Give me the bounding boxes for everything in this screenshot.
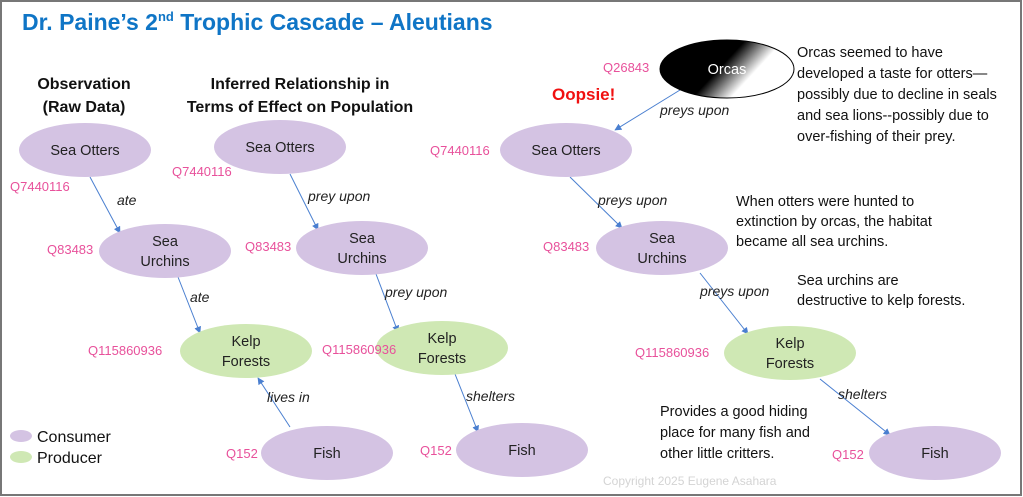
legend-consumer-swatch xyxy=(10,430,32,442)
qid-fish-1: Q152 xyxy=(226,446,258,461)
svg-text:developed a taste for otters—: developed a taste for otters— xyxy=(797,66,988,82)
svg-text:and sea lions--possibly due to: and sea lions--possibly due to xyxy=(797,108,989,124)
edge-urchins-kelp-2 xyxy=(375,273,400,333)
inferred-subheader: Terms of Effect on Population xyxy=(187,99,413,116)
svg-text:Kelp: Kelp xyxy=(775,336,804,352)
svg-text:Sea Otters: Sea Otters xyxy=(531,143,600,159)
inferred-header: Inferred Relationship in xyxy=(211,76,390,93)
node-sea-otters-3: Sea Otters xyxy=(500,123,632,177)
relation-label: ate xyxy=(117,192,137,208)
svg-text:Provides a good hiding: Provides a good hiding xyxy=(660,404,808,420)
svg-text:Forests: Forests xyxy=(766,356,814,372)
qid-urchins-3: Q83483 xyxy=(543,239,589,254)
observation-header: Observation xyxy=(37,76,130,93)
relation-label: preys upon xyxy=(699,283,769,299)
svg-text:Forests: Forests xyxy=(418,351,466,367)
relation-label: preys upon xyxy=(659,102,729,118)
svg-text:When otters were hunted to: When otters were hunted to xyxy=(736,194,914,210)
svg-text:destructive to kelp forests.: destructive to kelp forests. xyxy=(797,293,965,309)
svg-text:Sea urchins are: Sea urchins are xyxy=(797,273,899,289)
node-kelp-forests-3: Kelp Forests xyxy=(724,326,856,380)
svg-text:Forests: Forests xyxy=(222,354,270,370)
qid-kelp-2: Q115860936 xyxy=(322,342,396,357)
svg-text:possibly due to decline in sea: possibly due to decline in seals xyxy=(797,87,997,103)
edge-orcas-otters-3 xyxy=(614,89,681,131)
node-fish-3: Fish xyxy=(869,426,1001,480)
page-title: Dr. Paine’s 2nd Trophic Cascade – Aleuti… xyxy=(22,9,493,35)
relation-label: prey upon xyxy=(384,284,447,300)
svg-text:Urchins: Urchins xyxy=(337,251,386,267)
note-kelp: Sea urchins are destructive to kelp fore… xyxy=(797,273,965,309)
svg-text:Fish: Fish xyxy=(508,443,535,459)
svg-text:Fish: Fish xyxy=(921,446,948,462)
relation-label: ate xyxy=(190,289,210,305)
svg-text:Sea: Sea xyxy=(349,231,376,247)
qid-kelp-1: Q115860936 xyxy=(88,343,162,358)
qid-otters-3: Q7440116 xyxy=(430,143,490,158)
node-sea-otters-1: Sea Otters xyxy=(19,123,151,177)
node-sea-urchins-2: Sea Urchins xyxy=(296,221,428,275)
qid-orcas: Q26843 xyxy=(603,60,649,75)
node-fish-1: Fish xyxy=(261,426,393,480)
svg-text:Fish: Fish xyxy=(313,446,340,462)
svg-text:Kelp: Kelp xyxy=(427,331,456,347)
svg-text:Sea Otters: Sea Otters xyxy=(245,140,314,156)
edge-urchins-kelp-1 xyxy=(177,276,201,334)
node-kelp-forests-2: Kelp Forests xyxy=(376,321,508,375)
note-urchins: When otters were hunted to extinction by… xyxy=(736,194,932,250)
node-orcas: Orcas xyxy=(659,39,795,99)
svg-text:extinction by orcas, the habit: extinction by orcas, the habitat xyxy=(736,214,932,230)
svg-text:Urchins: Urchins xyxy=(140,254,189,270)
svg-text:Urchins: Urchins xyxy=(637,251,686,267)
qid-urchins-1: Q83483 xyxy=(47,242,93,257)
relation-label: lives in xyxy=(267,389,310,405)
note-orcas: Orcas seemed to have developed a taste f… xyxy=(797,45,997,145)
qid-fish-2: Q152 xyxy=(420,443,452,458)
edge-urchins-kelp-3 xyxy=(699,272,749,335)
legend: Consumer Producer xyxy=(10,429,111,467)
relation-label: preys upon xyxy=(597,192,667,208)
edge-otters-urchins-1 xyxy=(89,176,121,234)
edge-otters-urchins-3 xyxy=(569,176,623,229)
svg-text:place for many fish and: place for many fish and xyxy=(660,425,810,441)
legend-producer-swatch xyxy=(10,451,32,463)
svg-text:Orcas: Orcas xyxy=(708,62,747,78)
relation-label: prey upon xyxy=(307,188,370,204)
svg-text:Orcas seemed to have: Orcas seemed to have xyxy=(797,45,943,61)
edge-otters-urchins-2 xyxy=(289,173,319,231)
node-sea-urchins-1: Sea Urchins xyxy=(99,224,231,278)
svg-text:Sea: Sea xyxy=(152,234,179,250)
qid-otters-1: Q7440116 xyxy=(10,179,70,194)
edge-kelp-fish-3 xyxy=(819,378,891,436)
svg-text:Kelp: Kelp xyxy=(231,334,260,350)
legend-producer: Producer xyxy=(37,450,103,467)
svg-text:Sea: Sea xyxy=(649,231,676,247)
oopsie-label: Oopsie! xyxy=(552,85,615,104)
qid-fish-3: Q152 xyxy=(832,447,864,462)
svg-text:over-fishing of their prey.: over-fishing of their prey. xyxy=(797,129,956,145)
observation-subheader: (Raw Data) xyxy=(43,99,126,116)
relation-label: shelters xyxy=(466,388,515,404)
node-sea-urchins-3: Sea Urchins xyxy=(596,221,728,275)
edge-kelp-fish-2 xyxy=(454,373,479,433)
qid-urchins-2: Q83483 xyxy=(245,239,291,254)
node-kelp-forests-1: Kelp Forests xyxy=(180,324,312,378)
note-fish: Provides a good hiding place for many fi… xyxy=(660,404,810,462)
node-sea-otters-2: Sea Otters xyxy=(214,120,346,174)
svg-text:became all sea urchins.: became all sea urchins. xyxy=(736,234,888,250)
edges xyxy=(89,89,891,436)
relation-label: shelters xyxy=(838,386,887,402)
svg-text:Sea Otters: Sea Otters xyxy=(50,143,119,159)
svg-text:other little critters.: other little critters. xyxy=(660,446,774,462)
node-fish-2: Fish xyxy=(456,423,588,477)
qid-kelp-3: Q115860936 xyxy=(635,345,709,360)
qid-otters-2: Q7440116 xyxy=(172,164,232,179)
legend-consumer: Consumer xyxy=(37,429,111,446)
edge-fish-kelp-1 xyxy=(257,377,291,428)
copyright: Copyright 2025 Eugene Asahara xyxy=(603,474,777,488)
